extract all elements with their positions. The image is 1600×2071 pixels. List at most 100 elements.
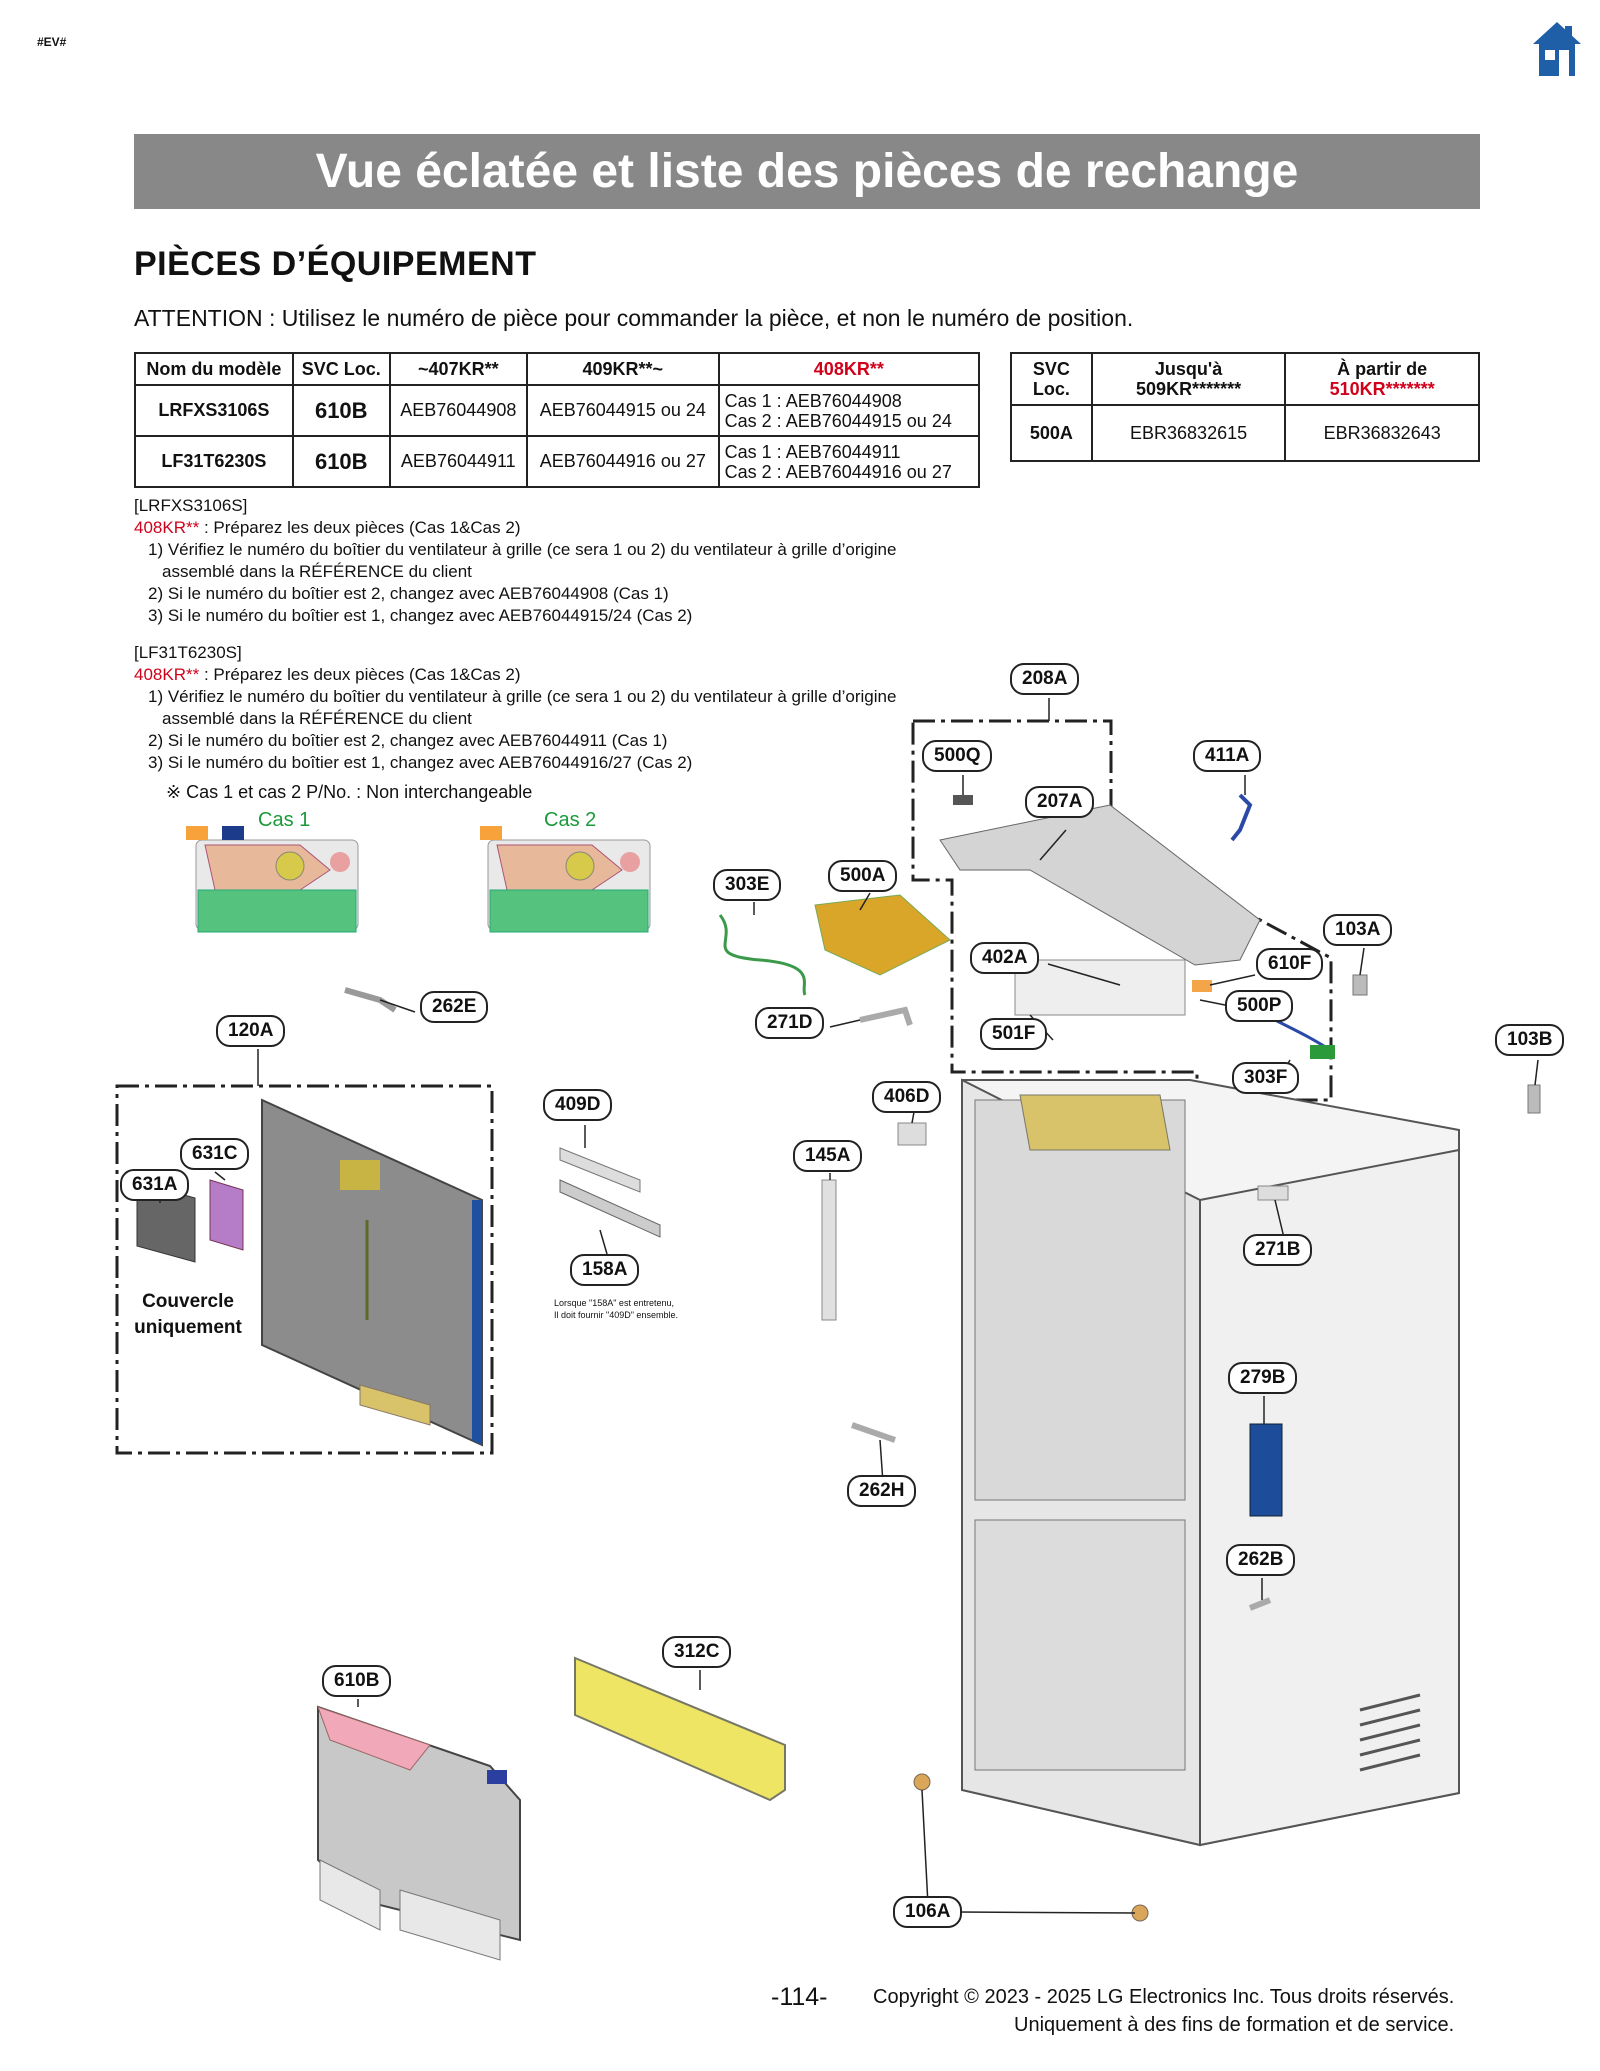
- callout-312c: 312C: [662, 1636, 732, 1668]
- model-note-lrfxs: [LRFXS3106S] 408KR** : Préparez les deux…: [134, 496, 897, 625]
- refrigerator-cabinet: [961, 1078, 1460, 1847]
- callout-501f: 501F: [980, 1018, 1048, 1050]
- part-158a: [559, 1179, 661, 1238]
- table-cell: 610B: [291, 435, 391, 488]
- callout-158a: 158A: [570, 1254, 640, 1286]
- callout-120a: 120A: [216, 1015, 286, 1047]
- table-header: ~407KR**: [388, 352, 528, 386]
- attention-text: ATTENTION : Utilisez le numéro de pièce …: [134, 305, 1134, 331]
- table-header: SVC Loc.: [291, 352, 391, 386]
- cas2-part: Cas 2 : AEB76044916 ou 27: [724, 461, 952, 482]
- cas1-fan-board: [186, 826, 359, 933]
- board-500a: [814, 894, 951, 976]
- page-number: -114-: [771, 1983, 828, 2011]
- callout-103b: 103B: [1495, 1024, 1565, 1056]
- interchange-note: ※ Cas 1 et cas 2 P/No. : Non interchange…: [166, 782, 533, 802]
- panel-120a: [261, 1098, 483, 1447]
- callout-610f: 610F: [1256, 948, 1324, 980]
- table-row: LRFXS3106S 610B AEB76044908 AEB76044915 …: [134, 384, 981, 437]
- table-cell: AEB76044908: [388, 384, 528, 437]
- callout-145a: 145A: [793, 1140, 863, 1172]
- callout-631a: 631A: [120, 1169, 190, 1201]
- part-262e: [344, 987, 397, 1013]
- callout-106a: 106A: [893, 1896, 963, 1928]
- part-262h: [851, 1422, 896, 1443]
- callout-402a: 402A: [970, 942, 1040, 974]
- part-103a: [1352, 974, 1368, 996]
- part-610f: [1192, 980, 1212, 992]
- table-row: 500A EBR36832615 EBR36832643: [1010, 404, 1480, 462]
- cas2-part: Cas 2 : AEB76044915 ou 24: [724, 410, 952, 431]
- cover-only-label: Couvercle uniquement: [134, 1291, 242, 1338]
- copyright-line-2: Uniquement à des fins de formation et de…: [1014, 2014, 1455, 2036]
- note-158a: Lorsque "158A" est entretenu, Il doit fo…: [554, 1298, 678, 1320]
- cas2-label: Cas 2: [544, 809, 597, 831]
- part-103b: [1527, 1084, 1541, 1114]
- callout-271d: 271D: [755, 1007, 825, 1039]
- callout-262e: 262E: [420, 991, 489, 1023]
- callout-500a: 500A: [828, 860, 898, 892]
- panel-group-box: [115, 1084, 494, 1455]
- model-part-table: Nom du modèle SVC Loc. ~407KR** 409KR**~…: [134, 352, 981, 488]
- filter-631c: [209, 1179, 244, 1251]
- cas1-part: Cas 1 : AEB76044911: [724, 441, 901, 462]
- home-icon[interactable]: [1531, 20, 1583, 78]
- table-row: LF31T6230S 610B AEB76044911 AEB76044916 …: [134, 435, 981, 488]
- callout-500q: 500Q: [922, 740, 993, 772]
- callout-406d: 406D: [872, 1081, 942, 1113]
- table-cell: 500A: [1010, 404, 1093, 462]
- part-406d: [897, 1122, 927, 1146]
- table-cell: AEB76044915 ou 24: [525, 384, 720, 437]
- cover-207a: [939, 804, 1261, 966]
- table-cell: LRFXS3106S: [134, 384, 294, 437]
- callout-208a: 208A: [1010, 663, 1080, 695]
- part-271d: [859, 1006, 913, 1026]
- table-cell: EBR36832643: [1284, 404, 1480, 462]
- callout-262b: 262B: [1226, 1544, 1296, 1576]
- part-145a: [821, 1179, 837, 1321]
- table-header: Nom du modèle: [134, 352, 294, 386]
- foot-106a-1: [913, 1773, 931, 1791]
- table-cell: EBR36832615: [1090, 404, 1287, 462]
- callout-610b: 610B: [322, 1665, 392, 1697]
- harness-303e: [718, 914, 807, 996]
- callout-411a: 411A: [1193, 740, 1262, 772]
- callout-631c: 631C: [180, 1138, 250, 1170]
- part-500q: [953, 795, 973, 805]
- table-header: 409KR**~: [525, 352, 720, 386]
- table-header: 408KR**: [717, 352, 981, 386]
- part-303f-connector: [1310, 1045, 1335, 1059]
- part-271b: [1257, 1185, 1289, 1201]
- table-cell: AEB76044911: [388, 435, 528, 488]
- model-note-lf31: [LF31T6230S] 408KR** : Préparez les deux…: [134, 643, 897, 772]
- callout-303f: 303F: [1232, 1062, 1300, 1094]
- callout-262h: 262H: [847, 1475, 917, 1507]
- table-cell: LF31T6230S: [134, 435, 294, 488]
- cover-312c: [574, 1656, 786, 1802]
- callout-409d: 409D: [543, 1089, 613, 1121]
- part-409d: [559, 1147, 641, 1193]
- fan-assembly-610b: [317, 1705, 521, 1961]
- table-cell: AEB76044916 ou 27: [525, 435, 720, 488]
- page-tag: #EV#: [37, 35, 67, 49]
- callout-500p: 500P: [1225, 990, 1294, 1022]
- callout-279b: 279B: [1228, 1362, 1298, 1394]
- page-banner-title: Vue éclatée et liste des pièces de recha…: [134, 134, 1480, 209]
- part-501f: [1014, 959, 1186, 1016]
- part-262b: [1248, 1597, 1272, 1611]
- callout-303e: 303E: [713, 869, 782, 901]
- callout-207a: 207A: [1025, 786, 1095, 818]
- cas1-label: Cas 1: [258, 809, 311, 831]
- cas2-fan-board: [480, 826, 651, 933]
- cas1-part: Cas 1 : AEB76044908: [724, 390, 902, 411]
- copyright-line-1: Copyright © 2023 - 2025 LG Electronics I…: [873, 1986, 1455, 2008]
- table-cell: 610B: [291, 384, 391, 437]
- callout-271b: 271B: [1243, 1234, 1313, 1266]
